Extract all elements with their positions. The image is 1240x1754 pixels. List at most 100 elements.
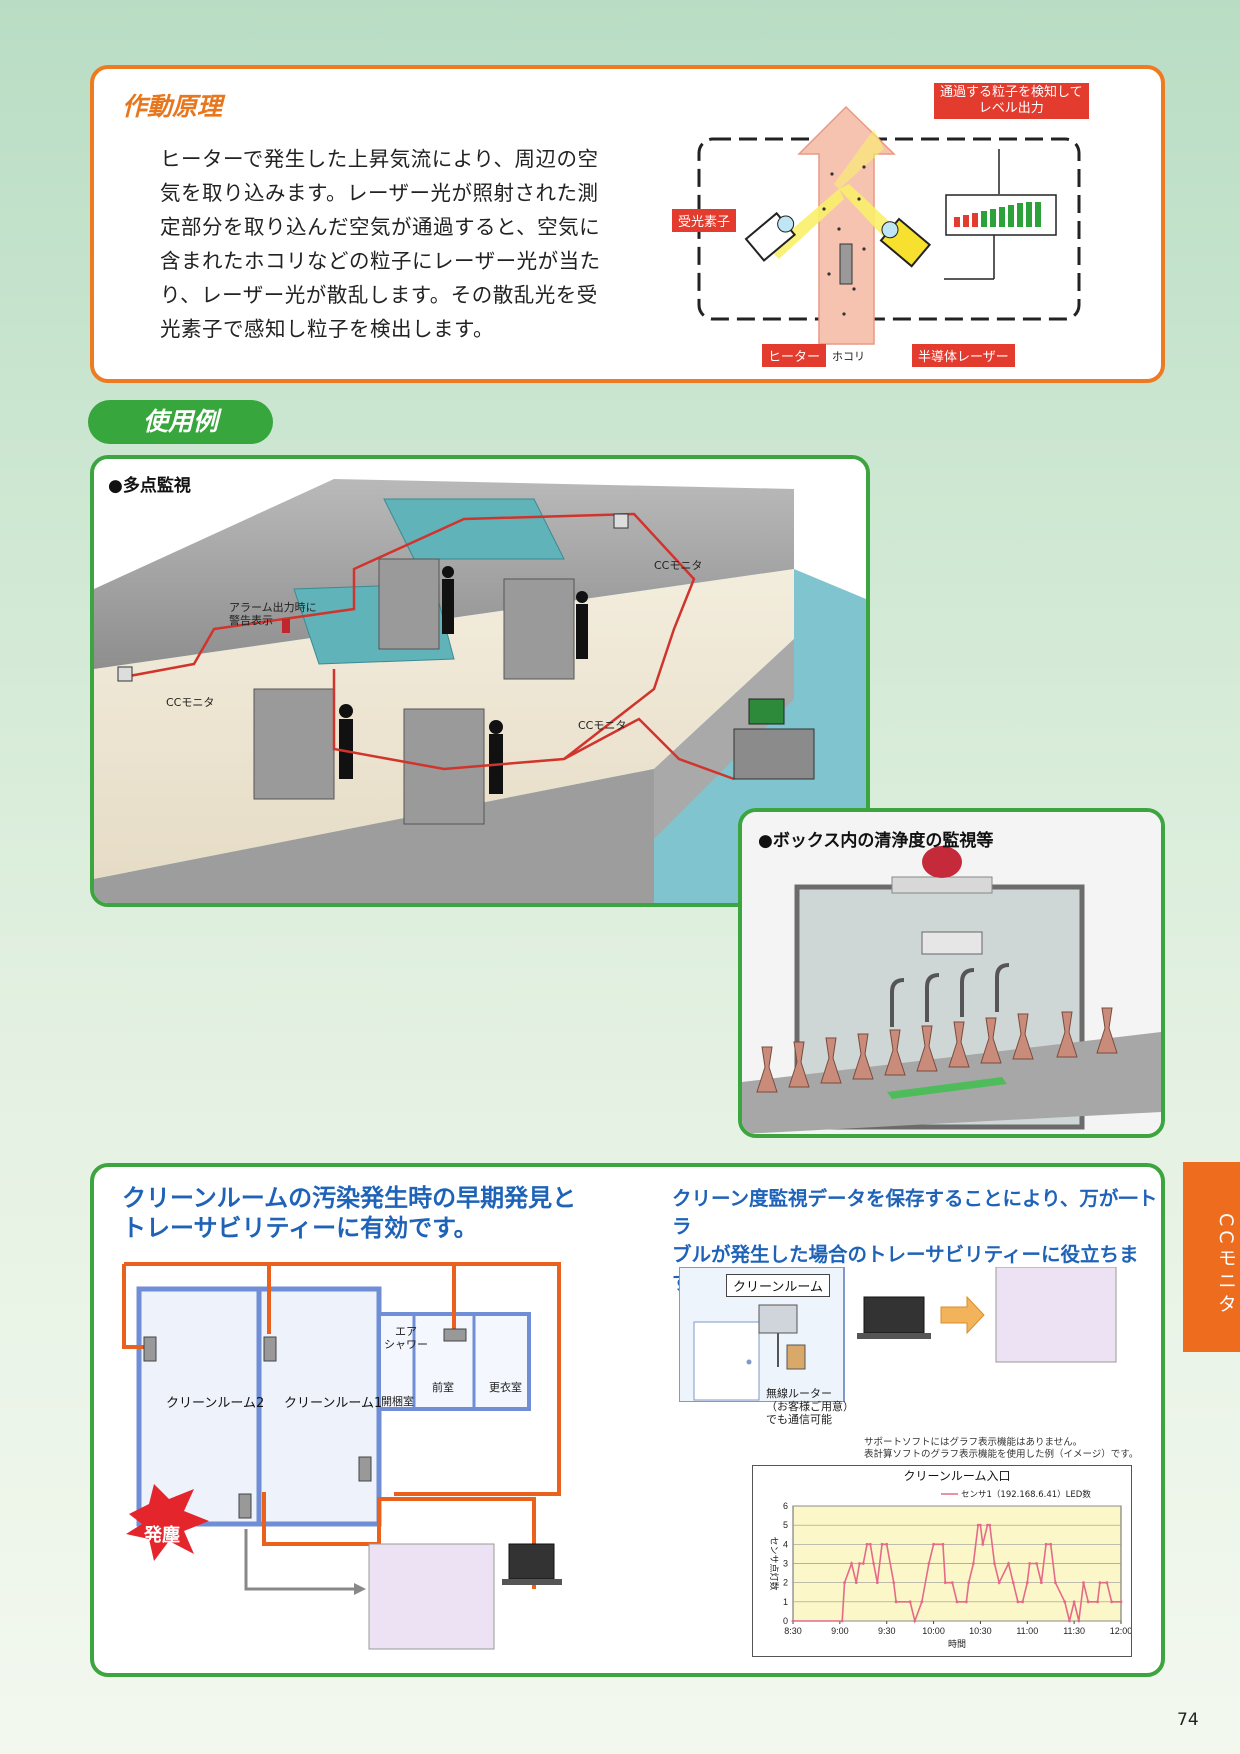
chart-data-point <box>865 1542 869 1546</box>
chart-data-point <box>941 1542 945 1546</box>
chart-xtick-label: 9:00 <box>831 1626 849 1636</box>
box-panel: ●ボックス内の清浄度の監視等 <box>738 808 1165 1138</box>
chart-data-point <box>1096 1600 1099 1604</box>
alarm-light <box>282 619 290 633</box>
chart-data-point <box>1086 1600 1090 1604</box>
chart-data-point <box>1105 1581 1109 1585</box>
chart-data-point <box>1072 1600 1076 1604</box>
chart-ytick-label: 3 <box>783 1559 788 1569</box>
green-light <box>887 1077 1007 1099</box>
principle-line: 光素子で感知し粒子を検出します。 <box>160 317 494 341</box>
chart-data-point <box>843 1581 846 1585</box>
chart-title: クリーンルーム入口 <box>903 1469 1010 1483</box>
heater-label: ヒーター <box>762 344 827 367</box>
chart-data-point <box>976 1523 980 1527</box>
chart-data-point <box>972 1562 975 1565</box>
sensor-anteroom <box>443 1328 467 1342</box>
data-screen <box>995 1267 1117 1363</box>
chart-data-point <box>868 1542 872 1546</box>
room2-label: クリーンルーム2 <box>166 1396 265 1411</box>
maeshitsu-label: 前室 <box>432 1381 454 1394</box>
chart-legend-label: センサ1（192.168.6.41）LED数 <box>961 1489 1091 1500</box>
screen-capture <box>368 1543 495 1650</box>
box-illustration <box>742 812 1161 1134</box>
sensor-diagram <box>697 105 1081 345</box>
chart-data-point <box>875 1581 879 1585</box>
chart-data-point <box>840 1619 844 1623</box>
chart-xlabel: 時間 <box>948 1639 966 1650</box>
chart-data-point <box>885 1542 889 1546</box>
laser-label: 半導体レーザー <box>912 344 1015 367</box>
chart-data-point <box>791 1619 795 1623</box>
detect-label: 通過する粒子を検知して レベル出力 <box>934 83 1089 119</box>
principle-line: 定部分を取り込んだ空気が通過すると、空気に <box>160 215 601 239</box>
chart-data-point <box>943 1581 947 1585</box>
cc-monitor-label-1: CCモニタ <box>654 559 703 572</box>
chart-data-point <box>1039 1581 1043 1585</box>
chart-data-point <box>913 1619 917 1623</box>
dust-burst <box>126 1484 209 1561</box>
chart-data-point <box>967 1581 971 1585</box>
multipoint-panel: ●多点監視 CCモニタ CCモニタ CCモニタ アラーム出力時に 警告表示 <box>90 455 870 907</box>
chart-data-point <box>1119 1600 1123 1604</box>
bottles <box>756 1007 1118 1093</box>
chart-data-point <box>908 1600 912 1604</box>
alarm-beacon <box>922 846 962 878</box>
chart-data-point <box>1068 1619 1071 1623</box>
chart-data-point <box>997 1581 1001 1585</box>
chart-data-point <box>894 1600 898 1604</box>
chart-ytick-label: 6 <box>783 1501 788 1511</box>
chart-xtick-label: 10:30 <box>969 1626 992 1636</box>
level-bars <box>954 202 1041 227</box>
chart-data-point <box>1049 1542 1053 1546</box>
chart-xtick-label: 9:30 <box>878 1626 896 1636</box>
alarm-label: アラーム出力時に 警告表示 <box>229 601 317 627</box>
principle-line: 含まれたホコリなどの粒子にレーザー光が当た <box>160 249 601 273</box>
chart-data-point <box>932 1542 935 1546</box>
koishitsu-label: 更衣室 <box>489 1381 522 1394</box>
chart-data-point <box>964 1600 968 1604</box>
conveyor <box>742 1032 1161 1134</box>
network-diagram <box>679 1267 1117 1402</box>
pc-screen <box>748 698 785 725</box>
chart-data-point <box>858 1562 861 1565</box>
chart-data-point <box>1054 1581 1057 1585</box>
room1-label: クリーンルーム1 <box>284 1396 383 1411</box>
hatsujin-label: 発塵 <box>144 1525 180 1546</box>
chart-data-point <box>1063 1600 1067 1604</box>
chart-ytick-label: 2 <box>783 1578 788 1588</box>
chart-data-point <box>1016 1600 1020 1604</box>
chart-data-point <box>1021 1600 1024 1604</box>
principle-line: 気を取り込みます。レーザー光が照射された測 <box>160 181 599 205</box>
cc-monitor-wall-right <box>613 513 629 529</box>
chart-data-point <box>892 1581 896 1585</box>
sensor-contaminated <box>238 1493 252 1519</box>
chart-ytick-label: 5 <box>783 1520 788 1530</box>
laser-element <box>879 217 932 268</box>
nozzles <box>890 963 1010 1027</box>
chart-ylabel: センサ点灯数 <box>768 1536 780 1590</box>
dust-label: ホコリ <box>832 350 865 363</box>
cc-monitor-label-2: CCモニタ <box>166 696 215 709</box>
airflow-arrow <box>797 105 896 345</box>
multipoint-title: ●多点監視 <box>108 471 191 496</box>
floor-plan <box>122 1262 562 1650</box>
chart-data-point <box>950 1581 954 1585</box>
orange-network-top <box>124 1262 561 1496</box>
page-number: 74 <box>1177 1710 1199 1730</box>
chart-data-point <box>1110 1600 1114 1604</box>
left-title: クリーンルームの汚染発生時の早期発見と トレーサビリティーに有効です。 <box>122 1184 577 1242</box>
chart-data-point <box>993 1562 996 1565</box>
chart-data-point <box>1025 1581 1029 1585</box>
chart-data-point <box>872 1562 875 1565</box>
cc-monitor-unit <box>921 931 983 955</box>
software-note: サポートソフトにはグラフ表示機能はありません。 表計算ソフトのグラフ表示機能を使… <box>864 1437 1139 1460</box>
chart-data-point <box>1077 1619 1081 1623</box>
chart-data-point <box>1044 1542 1048 1546</box>
chart-data-point <box>1098 1581 1102 1585</box>
kaikoshitsu-label: 開梱室 <box>381 1395 414 1408</box>
chart-data-point <box>979 1523 982 1527</box>
network-cable <box>123 512 696 771</box>
scatter-upper <box>834 129 884 189</box>
receiver-label: 受光素子 <box>672 209 737 232</box>
